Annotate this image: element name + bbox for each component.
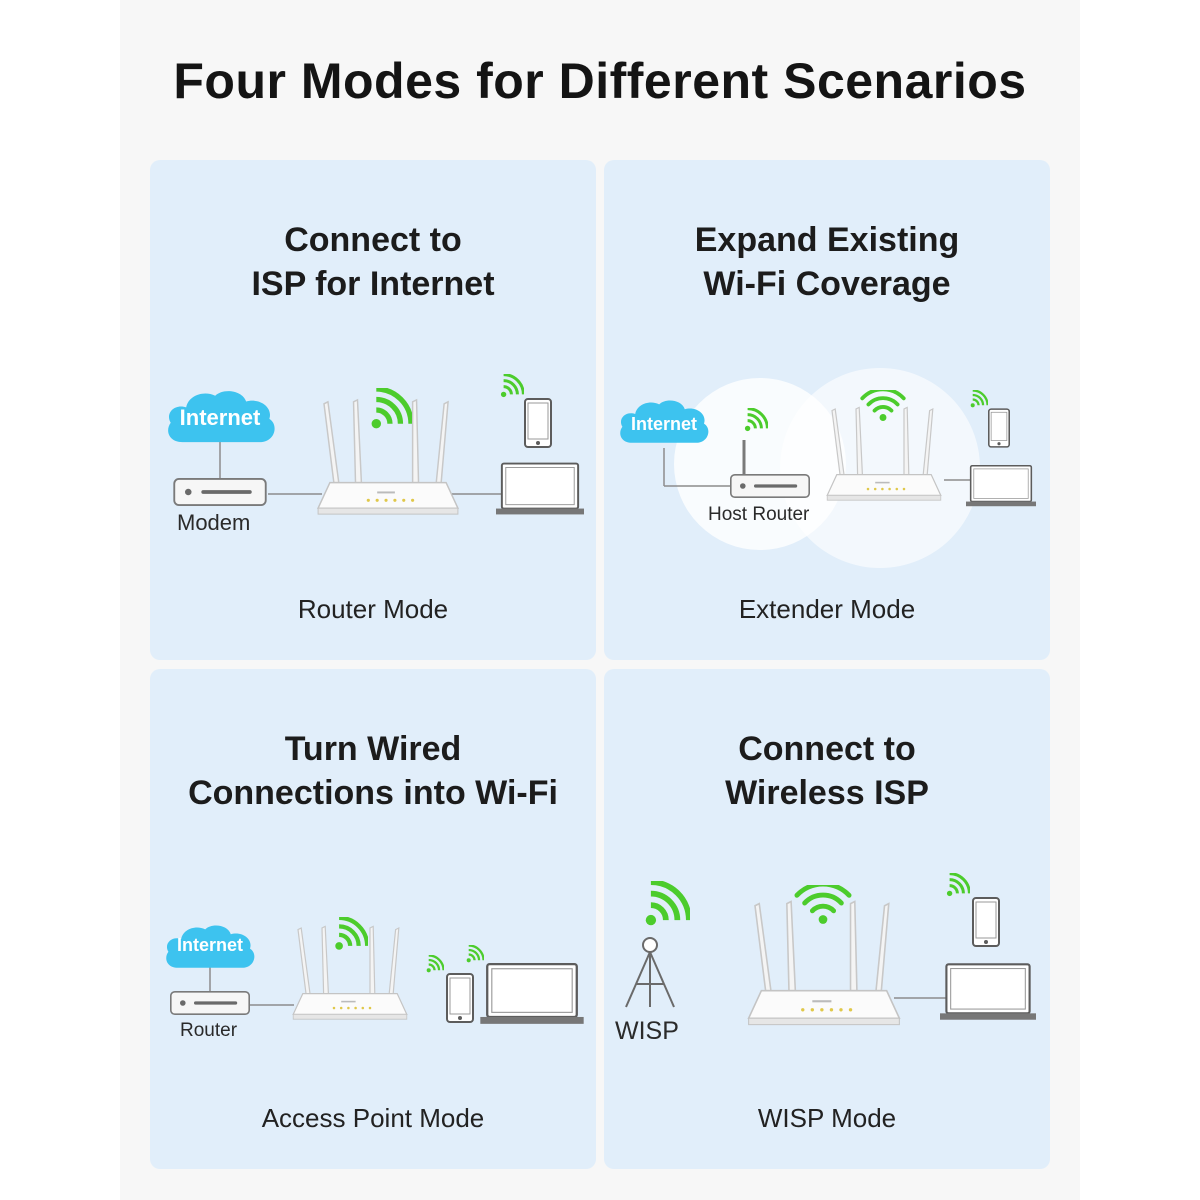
phone-icon xyxy=(446,973,474,1023)
phone-icon xyxy=(972,896,1000,948)
laptop-icon xyxy=(966,464,1036,508)
wisp-mode-diagram xyxy=(625,873,1036,1026)
card-heading: Expand Existing Wi-Fi Coverage xyxy=(604,218,1050,306)
heading-line-2: Wi-Fi Coverage xyxy=(703,265,951,303)
heading-line-1: Expand Existing xyxy=(694,221,960,259)
wifi-signal-icon xyxy=(335,918,367,950)
wisp-label: WISP xyxy=(615,1017,679,1045)
heading-line-2: ISP for Internet xyxy=(251,265,495,303)
wifi-signal-small-icon xyxy=(426,955,444,973)
extender-mode-diagram: Internet xyxy=(620,368,1036,568)
wisp-tower-icon xyxy=(625,937,675,1008)
cloud-label: Internet xyxy=(180,405,261,430)
heading-line-2: Connections into Wi-Fi xyxy=(188,774,558,812)
router-device-icon xyxy=(170,991,250,1015)
wifi-signal-small-icon xyxy=(970,390,988,408)
page-title: Four Modes for Different Scenarios xyxy=(173,53,1027,109)
mode-label: Access Point Mode xyxy=(261,1103,485,1133)
mode-label: WISP Mode xyxy=(757,1103,897,1133)
laptop-icon xyxy=(496,462,584,516)
wifi-signal-small-icon xyxy=(466,945,484,963)
wifi-signal-small-icon xyxy=(500,374,524,398)
router-mode-card: Connect to ISP for Internet Internet Mod… xyxy=(150,160,596,660)
mode-label: Extender Mode xyxy=(738,594,916,624)
host-router-icon xyxy=(730,474,810,498)
card-heading: Connect to ISP for Internet xyxy=(150,218,596,306)
card-heading: Connect to Wireless ISP xyxy=(604,727,1050,815)
wifi-signal-icon xyxy=(646,882,689,925)
wisp-mode-card: Connect to Wireless ISP WISP WISP Mode xyxy=(604,669,1050,1169)
card-heading: Turn Wired Connections into Wi-Fi xyxy=(150,727,596,815)
modem-icon xyxy=(173,478,267,506)
access-point-mode-card: Turn Wired Connections into Wi-Fi Intern… xyxy=(150,669,596,1169)
router-label: Router xyxy=(180,1020,238,1041)
wifi-signal-small-icon xyxy=(946,873,970,897)
laptop-icon xyxy=(940,963,1036,1021)
laptop-icon xyxy=(480,963,584,1025)
cloud-label: Internet xyxy=(177,935,243,955)
wifi-signal-icon xyxy=(797,884,849,924)
cloud-label: Internet xyxy=(631,414,697,434)
router-mode-diagram: Internet xyxy=(168,374,584,516)
host-router-label: Host Router xyxy=(708,504,810,525)
heading-line-2: Wireless ISP xyxy=(725,774,929,812)
phone-icon xyxy=(524,398,552,448)
extender-mode-card: Expand Existing Wi-Fi Coverage Internet … xyxy=(604,160,1050,660)
heading-line-1: Connect to xyxy=(284,221,462,259)
modem-label: Modem xyxy=(177,510,251,535)
wifi-signal-icon xyxy=(372,389,411,428)
phone-icon xyxy=(988,408,1010,448)
heading-line-1: Connect to xyxy=(738,730,916,768)
heading-line-1: Turn Wired xyxy=(284,730,462,768)
access-point-mode-diagram: Internet xyxy=(166,669,584,1025)
mode-label: Router Mode xyxy=(297,594,449,624)
